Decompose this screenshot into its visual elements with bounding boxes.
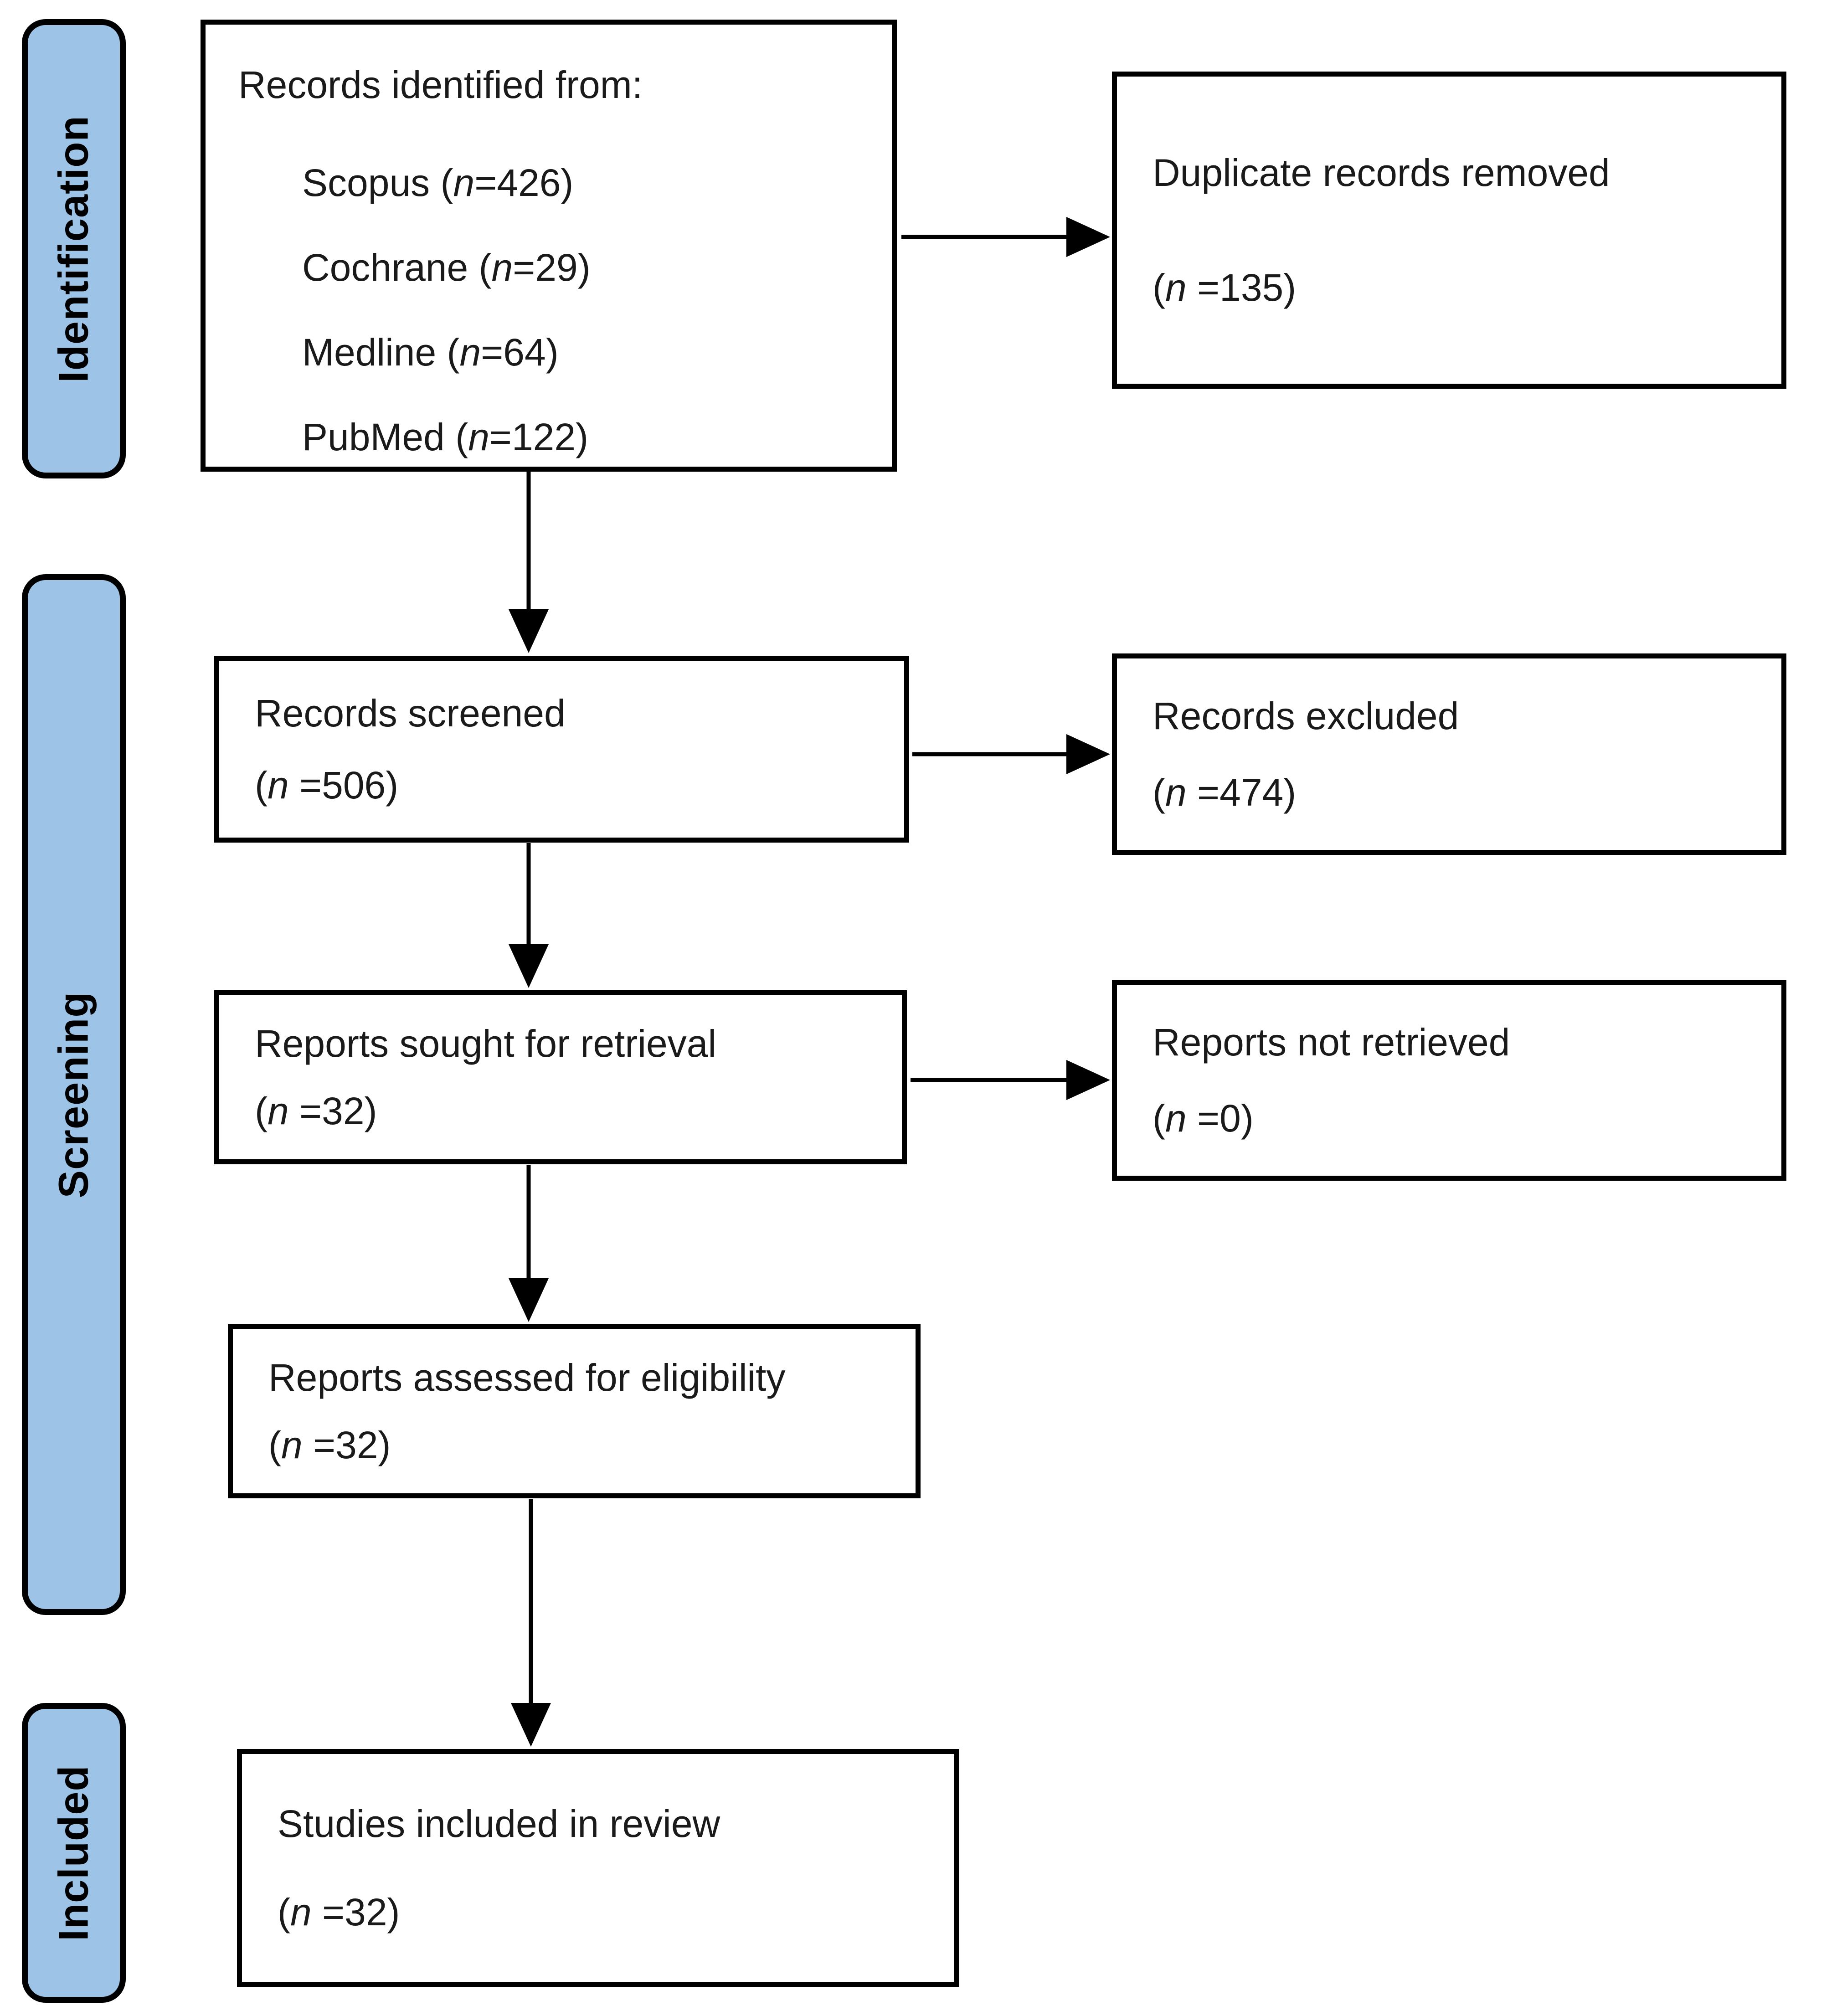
arrow-screened-to-sought <box>508 843 549 988</box>
count-pre: ( <box>278 1891 290 1934</box>
source-pubmed-pre: PubMed ( <box>302 416 468 458</box>
box-studies-included-title: Studies included in review <box>278 1802 720 1845</box>
stage-label-screening: Screening <box>50 991 97 1198</box>
arrow-sought-to-assessed <box>508 1165 549 1322</box>
arrow-right-icon <box>1066 734 1110 774</box>
arrow-right-icon <box>1066 1060 1110 1100</box>
source-line-scopus: Scopus (n =426) <box>302 140 874 225</box>
source-line-cochrane: Cochrane (n =29) <box>302 225 874 310</box>
count-n: n <box>1165 266 1187 309</box>
count-value: =32) <box>302 1424 391 1466</box>
stage-bar-identification: Identification <box>22 19 126 478</box>
box-reports-not-retrieved-title: Reports not retrieved <box>1153 1020 1510 1064</box>
arrow-down-icon <box>509 944 549 988</box>
arrow-shaft <box>912 752 1066 756</box>
arrow-shaft <box>526 1165 531 1278</box>
arrow-down-icon <box>509 609 549 653</box>
source-cochrane-count: =29) <box>513 246 591 289</box>
stage-label-included: Included <box>50 1764 97 1941</box>
arrow-shaft <box>529 1499 533 1703</box>
box-reports-assessed-count: (n =32) <box>268 1426 902 1464</box>
box-reports-not-retrieved: Reports not retrieved (n =0) <box>1112 980 1786 1181</box>
count-pre: ( <box>1153 266 1165 309</box>
count-value: =506) <box>288 763 399 807</box>
count-value: =474) <box>1186 771 1297 814</box>
count-n: n <box>281 1424 303 1466</box>
box-studies-included: Studies included in review (n =32) <box>237 1749 959 1987</box>
box-records-screened-title: Records screened <box>255 692 566 735</box>
source-medline-count: =64) <box>481 331 559 374</box>
box-records-identified: Records identified from: Scopus (n =426)… <box>201 20 897 472</box>
box-reports-sought-title: Reports sought for retrieval <box>255 1022 717 1065</box>
box-records-screened-count: (n =506) <box>255 766 890 804</box>
count-pre: ( <box>1153 1097 1165 1140</box>
arrow-down-icon <box>511 1703 551 1747</box>
count-pre: ( <box>255 763 268 807</box>
box-records-excluded-title: Records excluded <box>1153 694 1459 737</box>
source-line-pubmed: PubMed (n =122) <box>302 395 874 479</box>
arrow-sought-to-not-retrieved <box>911 1059 1110 1101</box>
arrow-right-icon <box>1066 217 1110 257</box>
source-line-medline: Medline (n =64) <box>302 310 874 395</box>
arrow-shaft <box>526 472 531 609</box>
count-n: n <box>267 763 289 807</box>
box-reports-assessed: Reports assessed for eligibility (n =32) <box>228 1324 921 1498</box>
count-n: n <box>290 1891 312 1934</box>
arrow-screened-to-excluded <box>912 734 1110 775</box>
box-duplicates-removed-title: Duplicate records removed <box>1153 151 1610 194</box>
source-cochrane-n: n <box>491 246 513 289</box>
count-value: =32) <box>288 1090 377 1132</box>
arrow-assessed-to-included <box>510 1499 551 1747</box>
source-medline-n: n <box>459 331 481 374</box>
source-scopus-count: =426) <box>474 161 574 204</box>
box-reports-assessed-title: Reports assessed for eligibility <box>268 1356 786 1399</box>
arrow-shaft <box>911 1078 1066 1082</box>
stage-bar-included: Included <box>22 1703 126 2003</box>
arrow-shaft <box>526 843 531 944</box>
arrow-identified-to-duplicates <box>901 216 1110 257</box>
count-pre: ( <box>1153 771 1165 814</box>
stage-bar-screening: Screening <box>22 574 126 1615</box>
box-records-excluded-count: (n =474) <box>1153 773 1768 812</box>
arrow-identified-to-screened <box>508 472 549 653</box>
count-value: =135) <box>1186 266 1297 309</box>
stage-label-identification: Identification <box>50 115 97 383</box>
box-reports-sought-count: (n =32) <box>255 1092 888 1130</box>
box-records-screened: Records screened (n =506) <box>214 656 909 843</box>
box-reports-not-retrieved-count: (n =0) <box>1153 1099 1768 1137</box>
source-medline-pre: Medline ( <box>302 331 460 374</box>
source-pubmed-count: =122) <box>489 416 589 458</box>
box-duplicates-removed-count: (n =135) <box>1153 268 1768 307</box>
count-n: n <box>1165 771 1187 814</box>
box-records-identified-title: Records identified from: <box>238 63 643 106</box>
count-pre: ( <box>255 1090 268 1132</box>
arrow-shaft <box>901 235 1066 239</box>
count-value: =0) <box>1186 1097 1254 1140</box>
box-reports-sought: Reports sought for retrieval (n =32) <box>214 990 907 1164</box>
box-duplicates-removed: Duplicate records removed (n =135) <box>1112 72 1786 389</box>
arrow-down-icon <box>509 1278 549 1322</box>
source-scopus-pre: Scopus ( <box>302 161 453 204</box>
count-n: n <box>267 1090 289 1132</box>
source-scopus-n: n <box>453 161 475 204</box>
source-pubmed-n: n <box>468 416 489 458</box>
count-n: n <box>1165 1097 1187 1140</box>
source-cochrane-pre: Cochrane ( <box>302 246 492 289</box>
box-records-excluded: Records excluded (n =474) <box>1112 653 1786 855</box>
count-pre: ( <box>268 1424 281 1466</box>
box-studies-included-count: (n =32) <box>278 1893 941 1931</box>
count-value: =32) <box>311 1891 400 1934</box>
